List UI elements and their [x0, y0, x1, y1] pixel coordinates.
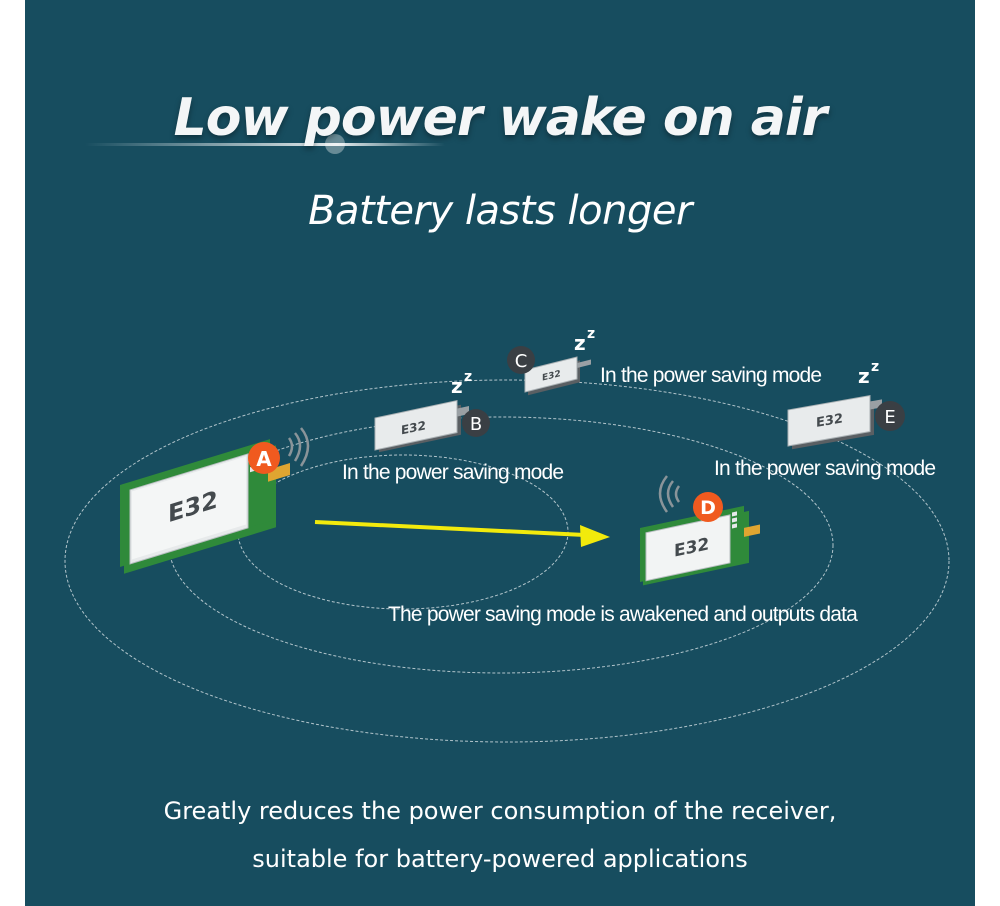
- module-a-signal-icon: [287, 427, 310, 467]
- svg-text:z: z: [871, 359, 879, 375]
- middle-range-ellipse: [168, 416, 834, 674]
- module-a: E32: [120, 439, 290, 574]
- svg-text:z: z: [574, 331, 586, 355]
- marker-e: E: [875, 401, 905, 431]
- marker-a-letter: A: [256, 447, 272, 471]
- svg-text:z: z: [451, 374, 463, 398]
- page-subtitle: Battery lasts longer: [308, 188, 692, 234]
- marker-d-letter: D: [700, 497, 716, 519]
- module-d: E32: [640, 505, 760, 586]
- label-c: In the power saving mode: [600, 364, 822, 387]
- infographic-panel: Low power wake on air Battery lasts long…: [25, 0, 975, 906]
- module-b-chip-label: E32: [401, 418, 426, 437]
- wake-on-air-diagram: E32 A E32 B z z: [64, 326, 950, 743]
- module-e: E32: [787, 394, 882, 450]
- module-c-chip-label: E32: [542, 369, 561, 383]
- marker-e-letter: E: [884, 407, 895, 428]
- svg-text:z: z: [464, 369, 472, 385]
- marker-c: C: [507, 346, 535, 374]
- marker-a: A: [248, 442, 280, 474]
- footer-line-1: Greatly reduces the power consumption of…: [163, 797, 837, 825]
- sleep-icon-b: z z: [451, 369, 472, 398]
- marker-c-letter: C: [515, 351, 528, 372]
- transmission-arrow: [314, 520, 610, 547]
- marker-b: B: [462, 409, 490, 437]
- page-title: Low power wake on air: [173, 88, 828, 148]
- title-glow-streak: [85, 134, 445, 154]
- module-b: E32: [374, 399, 469, 453]
- outer-range-ellipse: [64, 379, 950, 743]
- label-d: The power saving mode is awakened and ou…: [388, 603, 858, 626]
- footer-line-2: suitable for battery-powered application…: [252, 845, 748, 873]
- sleep-icon-e: z z: [858, 359, 879, 388]
- label-e: In the power saving mode: [714, 457, 936, 480]
- marker-b-letter: B: [470, 414, 482, 435]
- svg-text:z: z: [858, 364, 870, 388]
- svg-text:z: z: [587, 326, 595, 342]
- marker-d: D: [693, 492, 723, 522]
- label-b: In the power saving mode: [342, 461, 564, 484]
- module-c: E32: [524, 356, 591, 396]
- module-d-signal-icon: [658, 475, 681, 513]
- sleep-icon-c: z z: [574, 326, 595, 355]
- module-e-chip-label: E32: [816, 411, 843, 431]
